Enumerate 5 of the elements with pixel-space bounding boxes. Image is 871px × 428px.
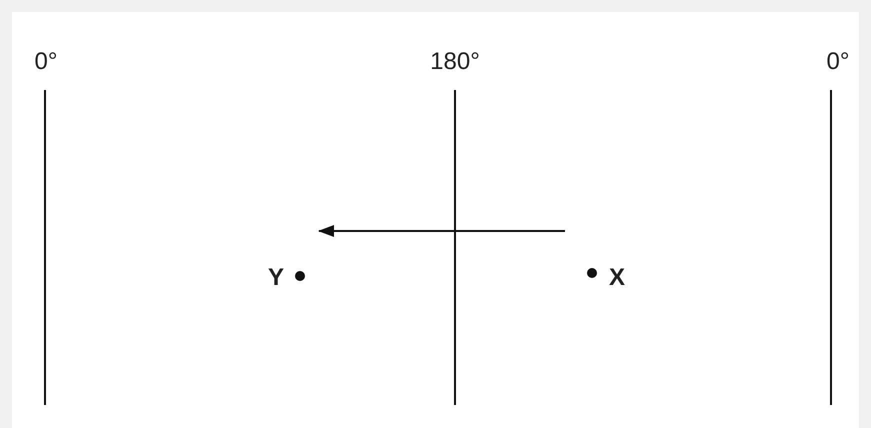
point-label: Y [268,264,284,292]
point-label: X [609,264,625,292]
degree-label: 0° [826,48,850,76]
degree-label: 0° [34,48,58,76]
degree-label: 180° [430,48,480,76]
